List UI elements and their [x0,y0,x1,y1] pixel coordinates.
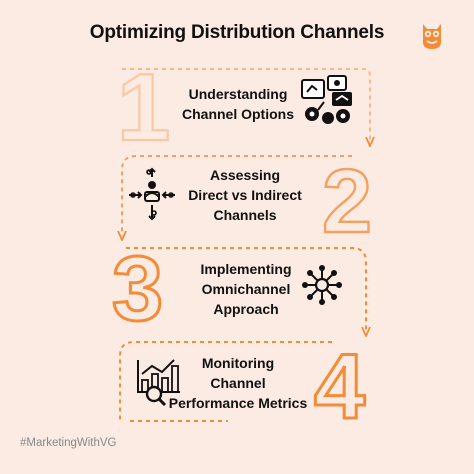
step-2-text: Assessing Direct vs Indirect Channels [188,167,302,223]
connector-2-3 [126,247,366,332]
step-number-2: 2 [322,152,372,252]
connector-1 [122,68,370,142]
hashtag-footer: #MarketingWithVG [20,437,117,449]
connector-1-2 [122,155,352,236]
page-title: Optimizing Distribution Channels [89,22,385,43]
performance-metrics-icon [137,359,180,407]
omnichannel-network-icon [302,265,342,305]
step-1-text: Understanding Channel Options [182,86,294,122]
step-number-1: 1 [117,54,170,161]
owl-logo-icon [423,24,441,49]
step-4-text: Monitoring Channel Performance Metrics [168,355,308,411]
direct-indirect-icon [129,167,175,221]
step-number-3: 3 [112,238,163,340]
channel-options-icon [301,75,352,124]
connector-3-4 [119,341,332,421]
step-3-text: Implementing Omnichannel Approach [200,261,292,317]
step-number-4: 4 [314,336,365,438]
